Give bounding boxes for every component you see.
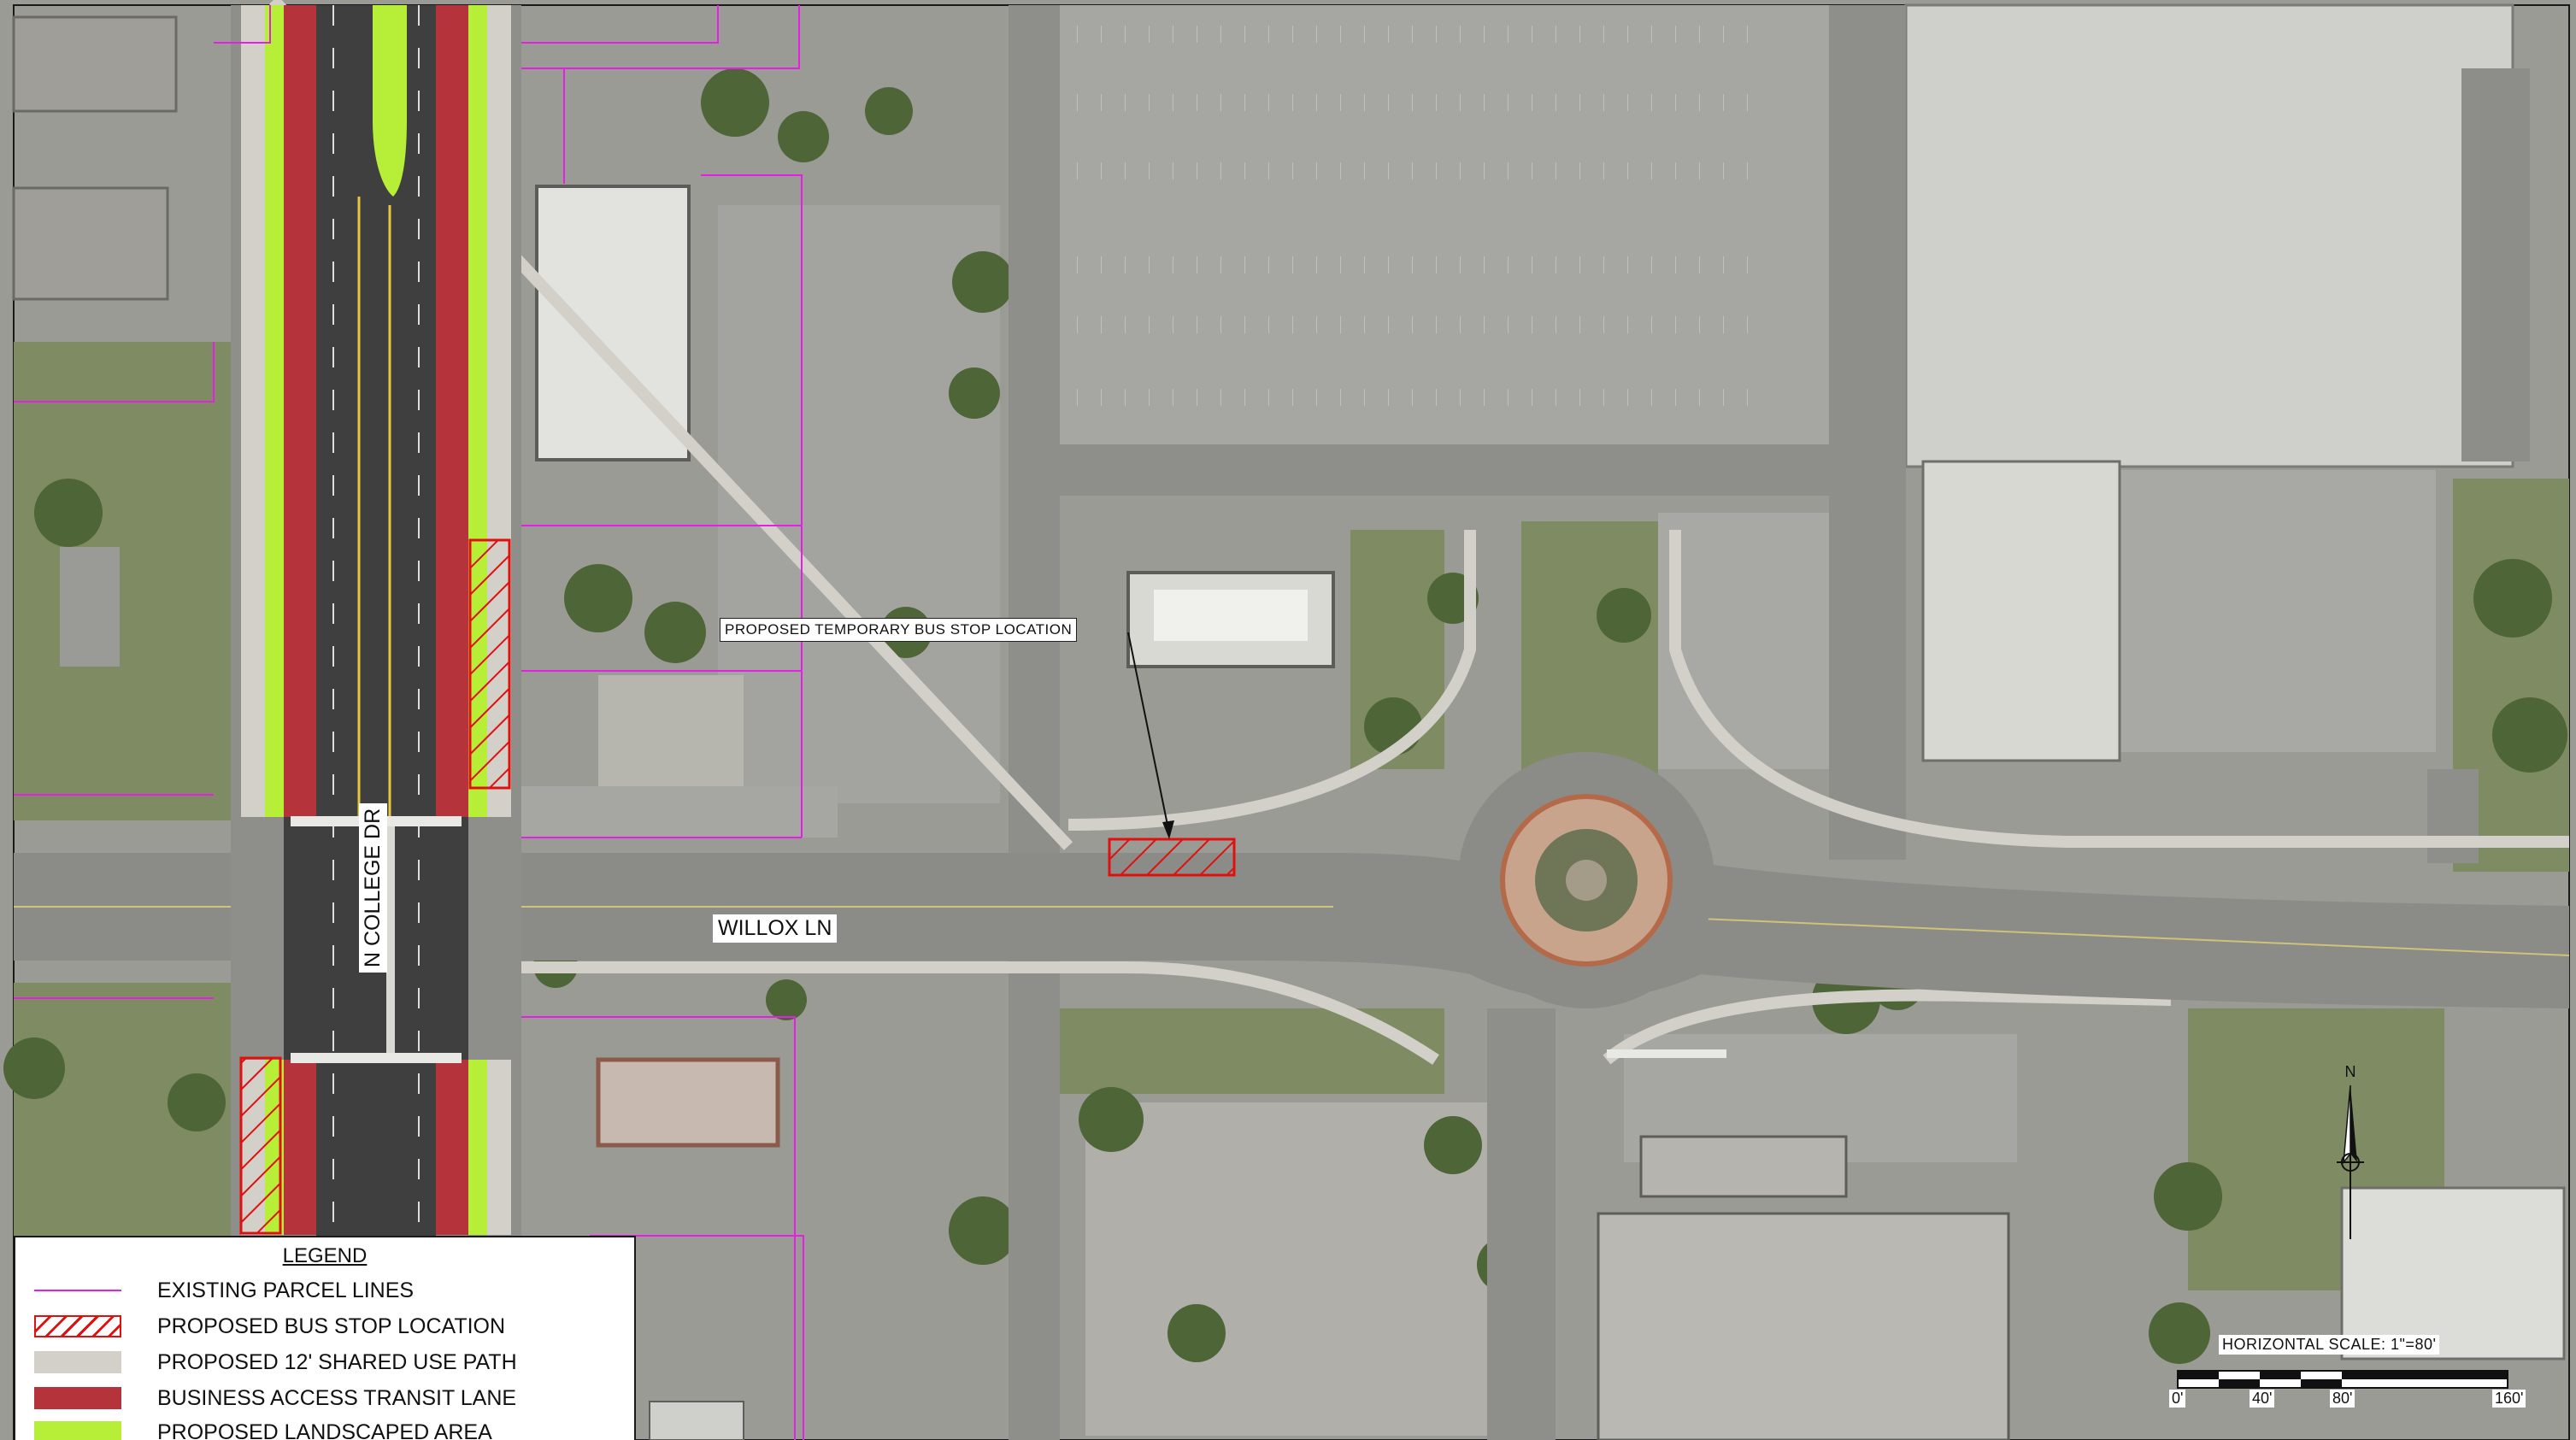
side-streets	[1009, 5, 2479, 1440]
scale-tick-40: 40'	[2250, 1390, 2275, 1408]
legend-label: PROPOSED 12' SHARED USE PATH	[157, 1350, 517, 1374]
n-college-dr-label: N COLLEGE DR	[359, 802, 387, 973]
scale-tick-0: 0'	[2169, 1390, 2186, 1408]
legend-label: PROPOSED LANDSCAPED AREA	[157, 1420, 492, 1440]
legend-item-shared-use-path: PROPOSED 12' SHARED USE PATH	[34, 1345, 632, 1378]
shared-path-swatch-icon	[34, 1351, 121, 1373]
bus-stop-callout: PROPOSED TEMPORARY BUS STOP LOCATION	[720, 618, 1078, 642]
legend-title: LEGEND	[282, 1244, 368, 1267]
legend-item-landscaped-area: PROPOSED LANDSCAPED AREA	[34, 1415, 632, 1440]
north-arrow-icon: N	[2337, 1063, 2364, 1239]
parcel-line-swatch-icon	[34, 1290, 121, 1291]
willox-ln-label: WILLOX LN	[713, 914, 838, 943]
scale-tick-160: 160'	[2492, 1390, 2526, 1408]
parking-lots	[513, 5, 2436, 1436]
legend-label: PROPOSED BUS STOP LOCATION	[157, 1314, 506, 1338]
scale-tick-80: 80'	[2330, 1390, 2355, 1408]
transit-lane-swatch-icon	[34, 1387, 121, 1409]
landscape-swatch-icon	[34, 1421, 121, 1440]
legend-item-bus-stop: PROPOSED BUS STOP LOCATION	[34, 1309, 632, 1342]
callout-leader	[1127, 632, 1174, 839]
scale-title: HORIZONTAL SCALE: 1"=80'	[2219, 1335, 2440, 1355]
scale-bar	[2177, 1370, 2508, 1389]
legend-label: EXISTING PARCEL LINES	[157, 1278, 415, 1302]
legend-item-parcel-lines: EXISTING PARCEL LINES	[34, 1273, 632, 1306]
bus-stop-swatch-icon	[34, 1315, 121, 1337]
horizontal-scale: HORIZONTAL SCALE: 1"=80' 0' 40' 80' 160'	[2167, 1335, 2526, 1420]
legend-label: BUSINESS ACCESS TRANSIT LANE	[157, 1386, 517, 1410]
bus-stops	[239, 538, 1236, 1235]
legend-panel: LEGEND EXISTING PARCEL LINES PROPOSED BU…	[14, 1236, 636, 1440]
legend-item-transit-lane: BUSINESS ACCESS TRANSIT LANE	[34, 1381, 632, 1414]
roundabout	[1458, 752, 1714, 1008]
n-college-dr-corridor	[231, 5, 521, 1440]
north-label: N	[2345, 1063, 2356, 1080]
parcel-lines	[14, 5, 804, 1440]
buildings	[12, 3, 2566, 1440]
